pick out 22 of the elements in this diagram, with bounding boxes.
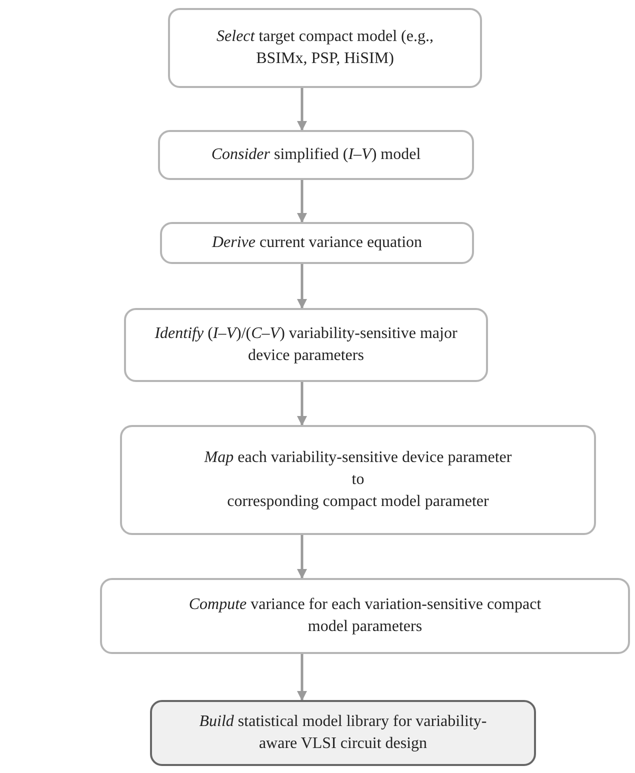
process-box bbox=[100, 578, 630, 654]
step-text: Build statistical model library for variability-aware VLSI circuit design bbox=[198, 712, 488, 754]
process-box bbox=[160, 222, 474, 264]
step-text: Identify (I–V)/(C–V) variability-sensitive major device parameters bbox=[154, 324, 458, 366]
step-text: Select target compact model (e.g., BSIMx, PSP, HiSIM) bbox=[216, 27, 434, 69]
step-text: Consider simplified (I–V) model bbox=[211, 145, 421, 165]
step-text: Compute variance for each variation-sensitive compact model parameters bbox=[188, 595, 542, 637]
process-box bbox=[158, 130, 474, 180]
step-text: to bbox=[352, 470, 364, 490]
arrow bbox=[297, 88, 307, 131]
step-text: Map each variability-sensitive device parameter bbox=[204, 448, 512, 468]
process-box bbox=[150, 700, 536, 766]
process-box bbox=[124, 308, 488, 382]
arrow bbox=[297, 535, 307, 579]
arrow bbox=[297, 180, 307, 223]
process-box bbox=[168, 8, 482, 88]
process-box bbox=[120, 425, 596, 535]
arrow bbox=[297, 264, 307, 309]
step-text: Derive current variance equation bbox=[212, 233, 422, 253]
step-text: corresponding compact model parameter bbox=[227, 492, 489, 512]
arrow bbox=[297, 654, 307, 701]
arrow bbox=[297, 382, 307, 426]
